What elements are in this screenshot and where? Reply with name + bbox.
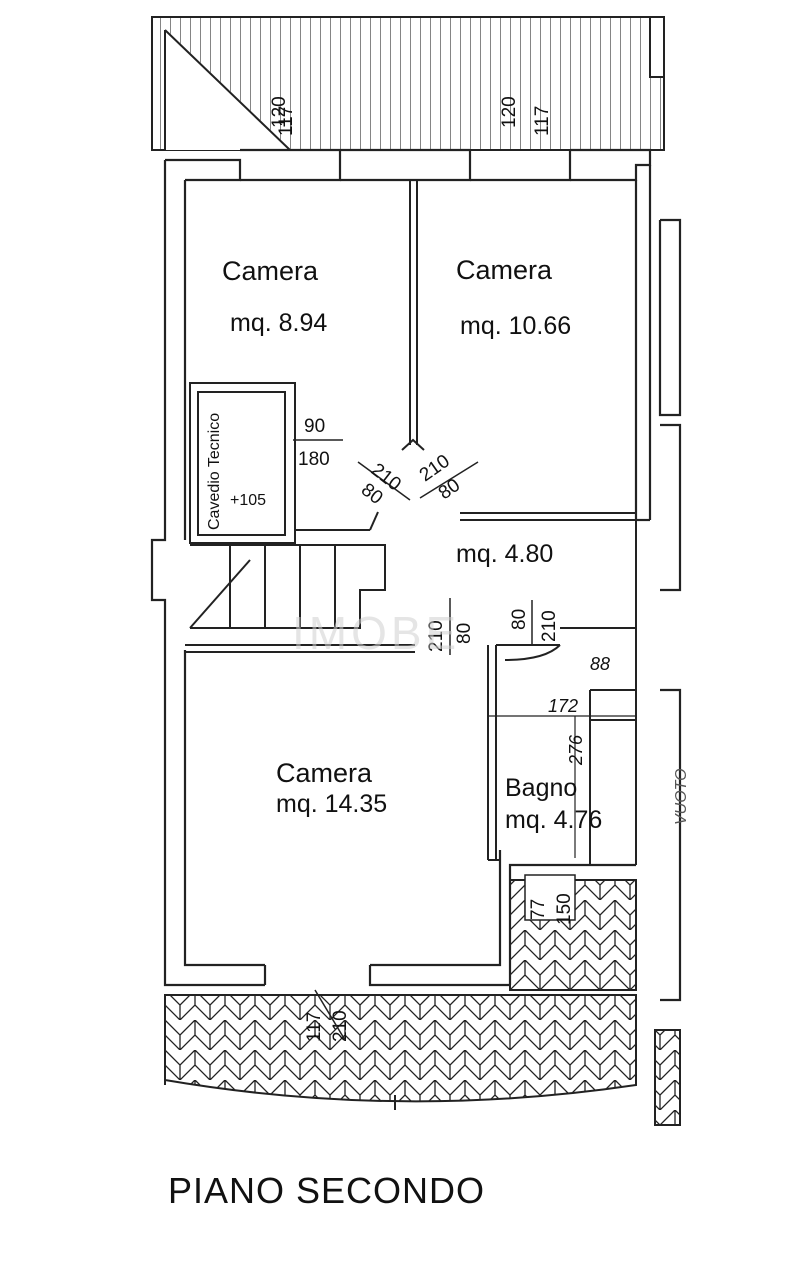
dim-cav-a: 90 xyxy=(304,416,325,437)
room-label-bagno: Bagno xyxy=(505,774,577,802)
dim-door-bl-b: 80 xyxy=(454,623,475,644)
room-area-camera-bl: mq. 14.35 xyxy=(276,790,387,818)
room-area-hall: mq. 4.80 xyxy=(456,540,553,568)
cavedio-level: +105 xyxy=(230,492,266,509)
dim-bath-276: 276 xyxy=(566,734,586,766)
dim-bath-172: 172 xyxy=(548,696,578,716)
dim-win-bl-a: 117 xyxy=(304,1012,325,1042)
dim-door-r-b: 80 xyxy=(435,475,464,504)
dim-win-tl-a: 120 xyxy=(269,96,290,128)
room-area-camera-tl: mq. 8.94 xyxy=(230,309,327,337)
dim-win-tr-a: 120 xyxy=(499,96,520,128)
dim-bal-150: 150 xyxy=(554,893,575,925)
outer-walls xyxy=(150,148,682,1002)
watermark: IMOBE xyxy=(292,607,461,659)
dim-win-tl-b: 117 xyxy=(276,106,297,136)
dim-cav-b: 180 xyxy=(298,449,330,470)
plan-title: PIANO SECONDO xyxy=(168,1170,486,1211)
side-note: VUOTO xyxy=(673,768,690,825)
dim-win-bl-b: 210 xyxy=(330,1010,351,1042)
dim-door-bl-a: 210 xyxy=(426,620,447,652)
room-area-bagno: mq. 4.76 xyxy=(505,806,602,834)
cavedio-label: Cavedio Tecnico xyxy=(206,413,223,530)
dim-bath-88: 88 xyxy=(590,654,610,674)
top-terrace xyxy=(151,16,665,151)
room-label-camera-tl: Camera xyxy=(222,256,319,286)
dim-door-ba-b: 210 xyxy=(539,610,560,642)
room-label-camera-tr: Camera xyxy=(456,255,553,285)
bottom-balcony xyxy=(164,874,681,1126)
dim-bal-77: 77 xyxy=(528,899,549,920)
dim-win-tr-b: 117 xyxy=(532,106,553,136)
dim-door-ba-a: 80 xyxy=(509,609,530,630)
room-label-camera-bl: Camera xyxy=(276,758,373,788)
interior-walls xyxy=(185,180,637,865)
room-area-camera-tr: mq. 10.66 xyxy=(460,312,571,340)
